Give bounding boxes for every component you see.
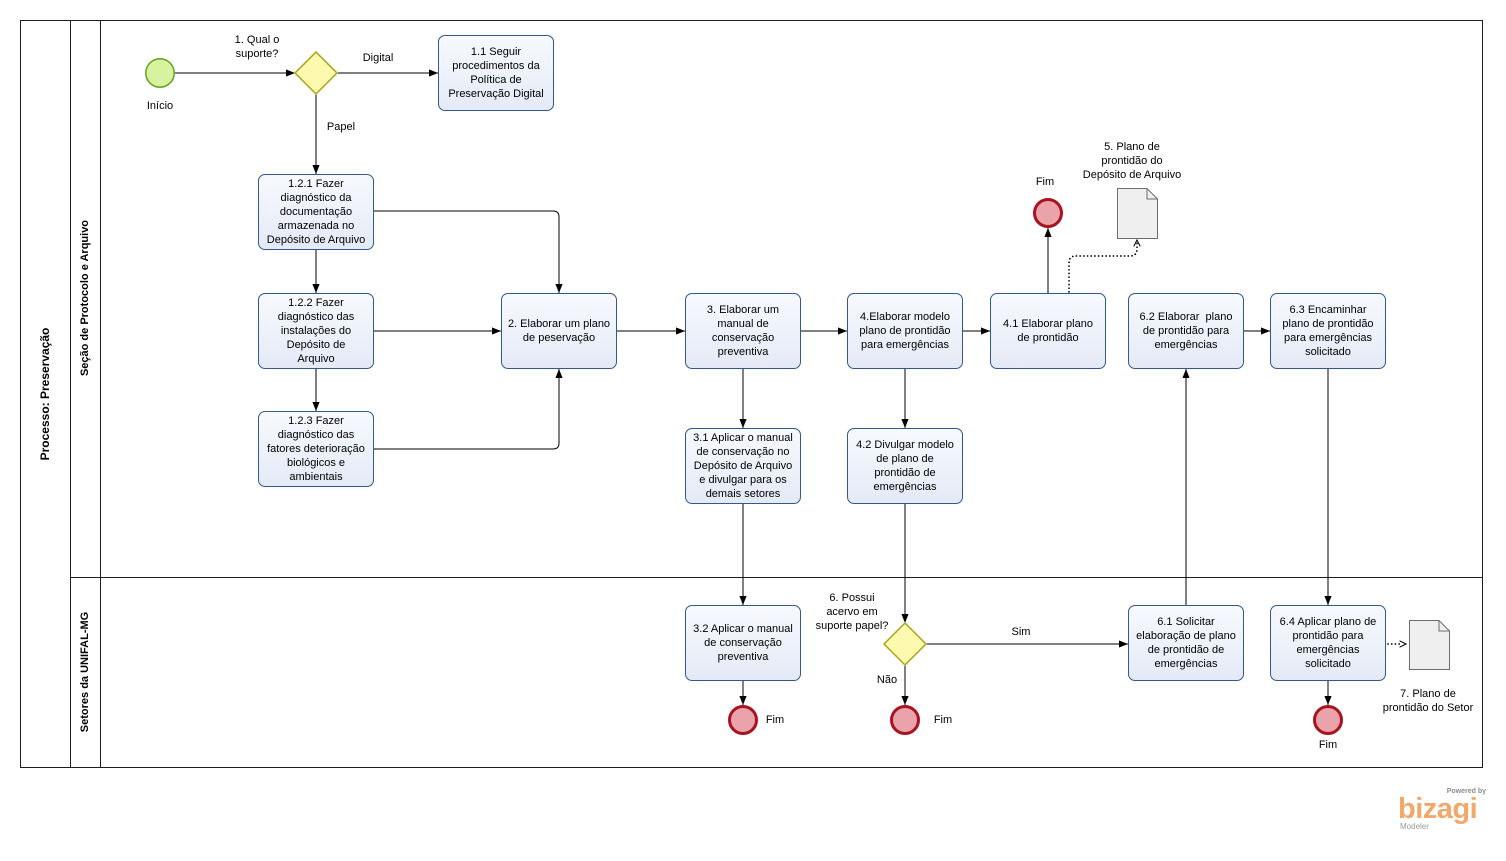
bizagi-logo: Powered by bizagi Modeler: [1398, 788, 1486, 831]
powered-by-text: Powered by: [1446, 788, 1486, 795]
end-event-gateway-6: [890, 705, 920, 735]
task-1-1: 1.1 Seguir procedimentos da Política de …: [438, 35, 554, 111]
task-3-2: 3.2 Aplicar o manual de conservação prev…: [685, 605, 801, 681]
flow-label-digital: Digital: [362, 52, 394, 64]
end-event-4-1: [1033, 198, 1063, 228]
document-7: [1409, 620, 1450, 670]
end-event-3-2: [728, 705, 758, 735]
task-label: 3. Elaborar um manual de conservação pre…: [706, 304, 780, 358]
task-label: 4.1 Elaborar plano de prontidão: [1003, 318, 1093, 344]
end-event-3-2-label: Fim: [765, 714, 785, 726]
bizagi-wordmark: bizagi: [1398, 793, 1478, 825]
task-3: 3. Elaborar um manual de conservação pre…: [685, 293, 801, 369]
gateway-6-label: 6. Possui acervo em suporte papel?: [815, 592, 889, 632]
task-label: 4.Elaborar modelo plano de prontidão par…: [859, 311, 951, 351]
task-label: 6.1 Solicitar elaboração de plano de pro…: [1136, 616, 1236, 670]
task-label: 1.1 Seguir procedimentos da Política de …: [448, 46, 544, 100]
task-1-2-1: 1.2.1 Fazer diagnóstico da documentação …: [258, 174, 374, 250]
task-label: 3.2 Aplicar o manual de conservação prev…: [693, 623, 793, 663]
flow-label-papel: Papel: [326, 121, 356, 133]
task-label: 4.2 Divulgar modelo de plano de prontidã…: [856, 439, 954, 493]
document-5-fold: [1146, 188, 1158, 200]
gateway-1: [293, 50, 339, 96]
pool-label: Processo: Preservação: [38, 327, 52, 461]
association-4-1-to-doc-5: [1068, 241, 1138, 293]
task-label: 2. Elaborar um plano de peservação: [507, 318, 611, 344]
task-label: 1.2.3 Fazer diagnóstico das fatores dete…: [267, 415, 365, 483]
task-1-2-2: 1.2.2 Fazer diagnóstico das instalações …: [258, 293, 374, 369]
start-event: [145, 57, 176, 88]
flow-label-sim: Sim: [1011, 626, 1031, 638]
gateway-6: [882, 621, 928, 667]
task-label: 6.4 Aplicar plano de prontidão para emer…: [1279, 616, 1377, 670]
task-6-2: 6.2 Elaborar plano de prontidão para eme…: [1128, 293, 1244, 369]
end-event-6-4: [1313, 705, 1343, 735]
task-label: 1.2.1 Fazer diagnóstico da documentação …: [266, 178, 366, 246]
end-event-4-1-label: Fim: [1035, 176, 1055, 188]
task-label: 6.3 Encaminhar plano de prontidão para e…: [1282, 304, 1374, 358]
document-5: [1117, 188, 1158, 239]
end-event-gateway-6-label: Fim: [933, 714, 953, 726]
document-7-fold: [1438, 620, 1450, 632]
lane-label-protocolo: Seção de Protocolo e Arquivo: [79, 219, 91, 377]
document-5-label: 5. Plano de prontidão do Depósito de Arq…: [1082, 141, 1182, 181]
product-name: Modeler: [1400, 822, 1429, 831]
flow-1-2-3-to-2: [374, 369, 563, 450]
document-7-label: 7. Plano de prontidão do Setor: [1382, 688, 1474, 714]
task-3-1: 3.1 Aplicar o manual de conservação no D…: [685, 428, 801, 504]
task-6-3: 6.3 Encaminhar plano de prontidão para e…: [1270, 293, 1386, 369]
task-1-2-3: 1.2.3 Fazer diagnóstico das fatores dete…: [258, 411, 374, 487]
task-4-1: 4.1 Elaborar plano de prontidão: [990, 293, 1106, 369]
flow-1-2-1-to-2: [374, 210, 563, 293]
task-2: 2. Elaborar um plano de peservação: [501, 293, 617, 369]
task-4-2: 4.2 Divulgar modelo de plano de prontidã…: [847, 428, 963, 504]
task-6-4: 6.4 Aplicar plano de prontidão para emer…: [1270, 605, 1386, 681]
pool-border: [20, 20, 1483, 768]
start-event-label: Início: [146, 100, 174, 112]
task-label: 6.2 Elaborar plano de prontidão para eme…: [1139, 311, 1233, 351]
task-6-1: 6.1 Solicitar elaboração de plano de pro…: [1128, 605, 1244, 681]
task-label: 3.1 Aplicar o manual de conservação no D…: [693, 432, 793, 500]
task-4: 4.Elaborar modelo plano de prontidão par…: [847, 293, 963, 369]
end-event-6-4-label: Fim: [1318, 739, 1338, 751]
task-label: 1.2.2 Fazer diagnóstico das instalações …: [277, 297, 355, 365]
gateway-1-label: 1. Qual o suporte?: [234, 34, 280, 60]
lane-label-setores: Setores da UNIFAL-MG: [79, 611, 91, 733]
flow-label-nao: Não: [876, 674, 898, 686]
